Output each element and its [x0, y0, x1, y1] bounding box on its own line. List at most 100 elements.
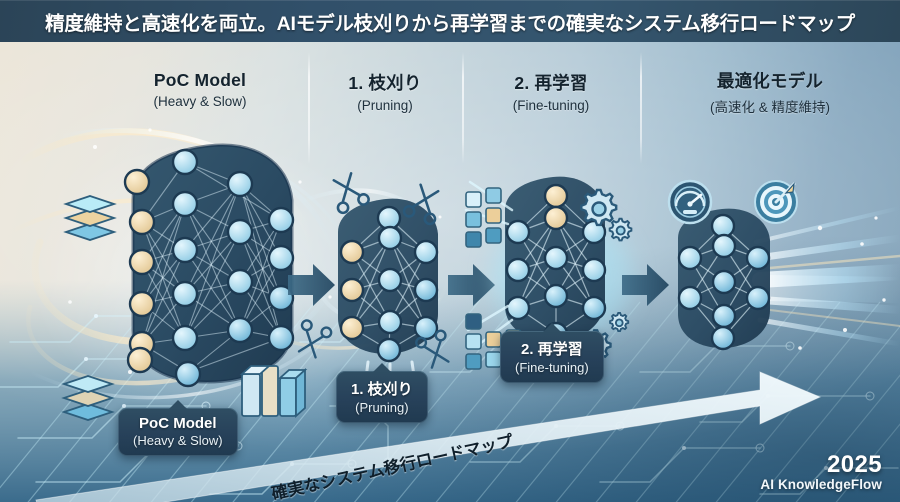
network-node — [377, 225, 403, 251]
network-node — [267, 206, 295, 234]
network-node — [710, 325, 736, 351]
transition-arrow-3 — [622, 264, 669, 306]
network-node — [174, 360, 202, 388]
network-node — [376, 205, 402, 231]
gear-icon — [580, 188, 618, 227]
network-node — [123, 168, 151, 196]
network-node — [128, 248, 156, 276]
scissors-icon — [415, 329, 450, 369]
stage-heading-poc: PoC Model (Heavy & Slow) — [100, 70, 300, 109]
stage-subtitle: (Pruning) — [357, 98, 413, 113]
column-divider — [462, 52, 464, 164]
network-poc — [123, 143, 295, 388]
network-node — [505, 219, 531, 245]
network-node — [377, 309, 403, 335]
badge-pruning: 1. 枝刈り (Pruning) — [336, 363, 428, 423]
network-node — [711, 303, 737, 329]
network-node — [745, 285, 771, 311]
scissors-icon — [402, 183, 440, 226]
network-node — [226, 218, 254, 246]
network-node — [339, 277, 365, 303]
network-node — [711, 233, 737, 259]
network-node — [543, 183, 569, 209]
network-node — [413, 239, 439, 265]
column-divider — [640, 52, 642, 164]
network-node — [171, 324, 199, 352]
network-node — [128, 290, 156, 318]
stage-title: 最適化モデル — [716, 71, 824, 91]
badge-pointer — [168, 400, 187, 409]
speedometer-icon — [667, 179, 713, 225]
badge-pointer — [372, 363, 391, 372]
speed-streaks — [752, 206, 900, 347]
badge-finetuning: 2. 再学習 (Fine-tuning) — [500, 323, 604, 383]
scissors-icon — [332, 172, 370, 215]
column-divider — [308, 52, 310, 164]
stage-heading-finetuning: 2. 再学習 (Fine-tuning) — [462, 70, 640, 113]
network-node — [171, 190, 199, 218]
badge-subtitle: (Pruning) — [355, 400, 409, 415]
gear-icon — [608, 217, 633, 242]
network-node — [543, 205, 569, 231]
stage-title: PoC Model — [153, 70, 247, 90]
page-title: 精度維持と高速化を両立。AIモデル枝刈りから再学習までの確実なシステム移行ロード… — [45, 12, 855, 35]
network-node — [377, 267, 403, 293]
network-optimized — [667, 179, 900, 351]
layer-stack-icon — [61, 375, 115, 421]
network-node — [413, 315, 439, 341]
badge-subtitle: (Heavy & Slow) — [133, 433, 223, 448]
gear-icon — [609, 312, 630, 333]
network-node — [581, 257, 607, 283]
badge-title: 1. 枝刈り — [351, 381, 413, 398]
diagram-area: PoC Model (Heavy & Slow) 1. 枝刈り (Pruning… — [0, 42, 900, 502]
stage-title: 1. 枝刈り — [348, 73, 422, 93]
network-node — [267, 244, 295, 272]
stage-subtitle: (高速化 & 精度維持) — [710, 100, 830, 115]
network-pruning — [297, 172, 450, 406]
data-block-icon — [465, 187, 502, 248]
network-node — [745, 245, 771, 271]
network-node — [413, 277, 439, 303]
brand-name: AI KnowledgeFlow — [760, 477, 882, 492]
badge-subtitle: (Fine-tuning) — [515, 360, 589, 375]
network-node — [543, 283, 569, 309]
badge-title: 2. 再学習 — [521, 341, 583, 358]
network-node — [171, 236, 199, 264]
brand-block: 2025 AI KnowledgeFlow — [760, 452, 882, 492]
network-node — [226, 268, 254, 296]
network-node — [226, 170, 254, 198]
network-node — [505, 257, 531, 283]
transition-arrow-1 — [288, 264, 335, 306]
network-finetuning — [464, 176, 633, 370]
network-node — [226, 316, 254, 344]
stage-heading-optimized: 最適化モデル (高速化 & 精度維持) — [650, 68, 890, 116]
network-node — [171, 280, 199, 308]
scissors-icon — [297, 319, 333, 359]
badge-title: PoC Model — [139, 415, 217, 432]
target-icon — [754, 180, 798, 224]
server-rack-icon — [239, 365, 308, 419]
network-node — [339, 315, 365, 341]
network-node — [126, 346, 154, 374]
layer-stack-icon — [63, 195, 117, 241]
pipeline-diagram — [35, 143, 900, 502]
stage-heading-pruning: 1. 枝刈り (Pruning) — [308, 70, 462, 113]
network-node — [376, 337, 402, 363]
network-node — [339, 239, 365, 265]
roadmap-arrow — [35, 371, 822, 502]
brand-year: 2025 — [827, 450, 882, 478]
network-node — [677, 285, 703, 311]
header-bar: 精度維持と高速化を両立。AIモデル枝刈りから再学習までの確実なシステム移行ロード… — [0, 0, 900, 42]
badge-pointer — [542, 323, 561, 332]
stage-title: 2. 再学習 — [514, 73, 588, 93]
stage-subtitle: (Heavy & Slow) — [153, 94, 247, 109]
network-node — [581, 295, 607, 321]
network-node — [267, 324, 295, 352]
network-node — [543, 245, 569, 271]
transition-arrow-2 — [448, 264, 495, 306]
network-node — [171, 148, 199, 176]
network-node — [711, 269, 737, 295]
network-node — [267, 284, 295, 312]
network-node — [505, 295, 531, 321]
